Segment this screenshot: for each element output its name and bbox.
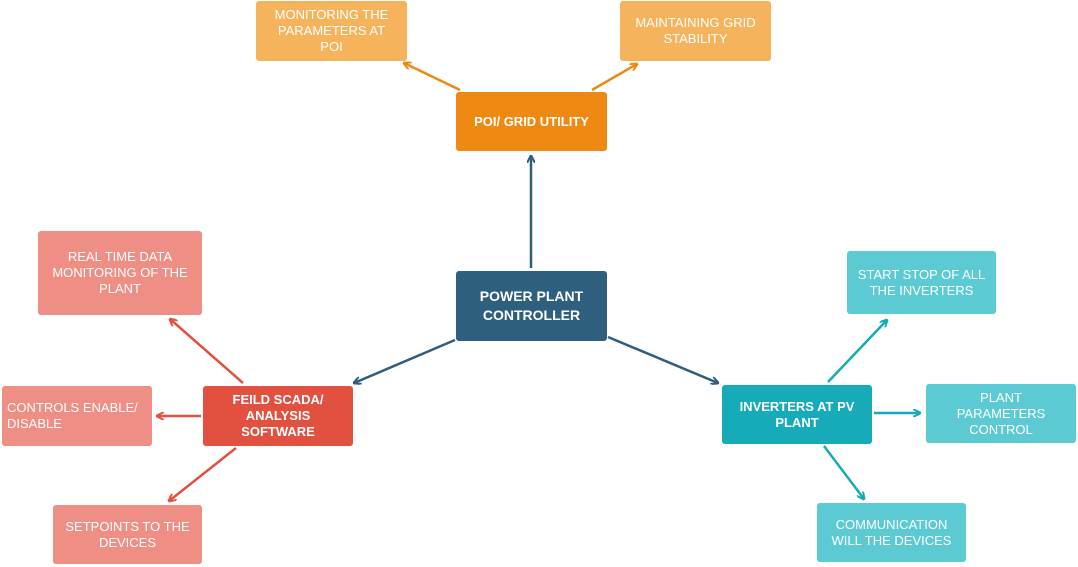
arrow-inverters-to-startstop: [827, 320, 887, 383]
communication-node: COMMUNICATION WILL THE DEVICES: [817, 503, 966, 562]
realtime-monitoring-node: REAL TIME DATA MONITORING OF THE PLANT: [38, 231, 202, 315]
arrow-center-to-scada: [354, 338, 456, 383]
plant-parameters-node: PLANT PARAMETERS CONTROL: [926, 384, 1076, 443]
grid-stability-node: MAINTAINING GRID STABILITY: [620, 1, 771, 61]
controls-enable-node: CONTROLS ENABLE/ DISABLE: [2, 386, 152, 446]
arrow-poi-to-stability: [591, 64, 637, 92]
arrow-scada-to-realtime: [170, 319, 244, 384]
arrow-inverters-to-communication: [823, 445, 864, 499]
power-plant-controller-node: POWER PLANT CONTROLLER: [456, 271, 607, 341]
arrow-scada-to-setpoints: [169, 447, 237, 501]
setpoints-node: SETPOINTS TO THE DEVICES: [53, 505, 202, 564]
arrow-poi-to-monitoring: [404, 63, 461, 92]
field-scada-node: FEILD SCADA/ ANALYSIS SOFTWARE: [203, 386, 353, 446]
arrow-center-to-inverters: [607, 335, 718, 383]
inverters-pv-node: INVERTERS AT PV PLANT: [722, 385, 872, 444]
monitoring-poi-node: MONITORING THE PARAMETERS AT POI: [256, 1, 407, 61]
poi-grid-utility-node: POI/ GRID UTILITY: [456, 92, 607, 151]
start-stop-node: START STOP OF ALL THE INVERTERS: [847, 251, 996, 314]
